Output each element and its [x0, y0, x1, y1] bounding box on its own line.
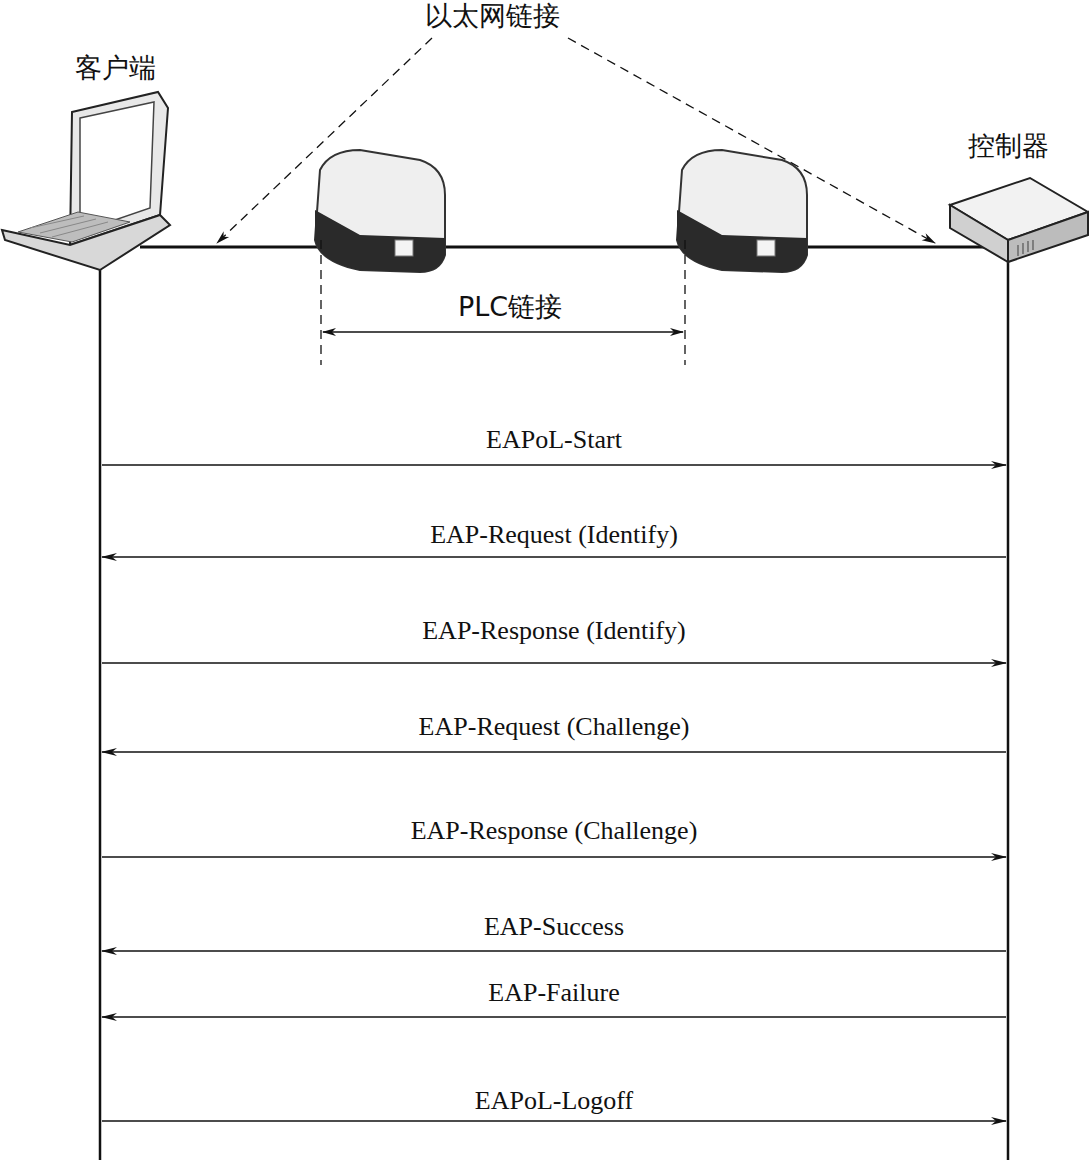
message-arrow: [102, 464, 1006, 465]
plc-link-arrow: [323, 331, 683, 332]
message-arrow: [102, 662, 1006, 663]
message-label: EAPoL-Logoff: [471, 1086, 637, 1116]
message-label: EAP-Request (Identify): [426, 520, 682, 550]
lifeline: [99, 250, 102, 1160]
message-label: EAP-Response (Challenge): [407, 816, 702, 846]
laptop-icon: [2, 92, 170, 270]
annotation-label: PLC链接: [455, 289, 565, 325]
message-label: EAP-Response (Identify): [418, 616, 690, 646]
message-label: EAP-Request (Challenge): [415, 712, 694, 742]
ethernet-cable: [140, 246, 1008, 249]
controller-icon: [950, 178, 1088, 262]
plc-adapter: [677, 150, 807, 365]
lifeline: [1007, 262, 1010, 1160]
plc-adapter: [315, 150, 445, 365]
message-label: EAP-Success: [480, 912, 628, 942]
message-label: EAPoL-Start: [482, 425, 626, 455]
message-arrow: [102, 950, 1006, 951]
message-arrow: [102, 751, 1006, 752]
message-arrow: [102, 1120, 1006, 1121]
message-arrow: [102, 556, 1006, 557]
message-arrow: [102, 856, 1006, 857]
message-arrow: [102, 1016, 1006, 1017]
annotation-label: 以太网链接: [422, 0, 563, 34]
participant-label: 控制器: [938, 128, 1078, 164]
lifeline-participant: 控制器: [938, 128, 1078, 164]
lifeline-participant: 客户端: [40, 50, 190, 86]
participant-label: 客户端: [40, 50, 190, 86]
message-label: EAP-Failure: [484, 978, 623, 1008]
